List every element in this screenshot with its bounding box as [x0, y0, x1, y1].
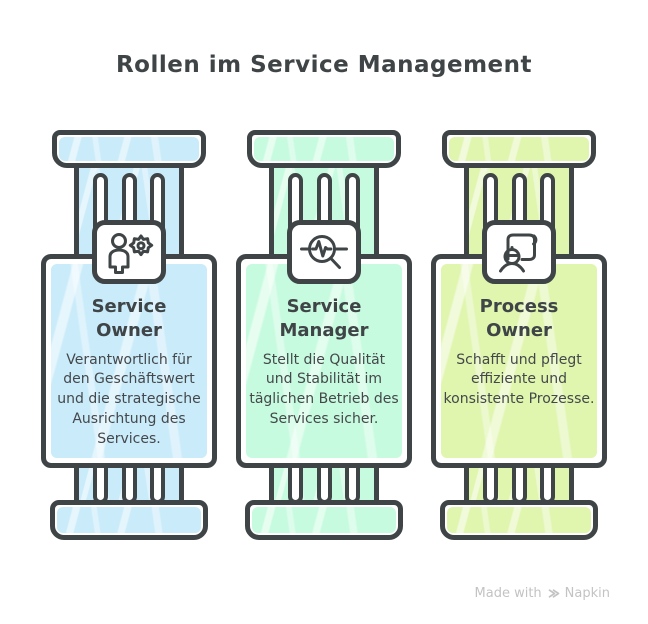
pillar-base [440, 500, 598, 540]
pillar-base [50, 500, 208, 540]
role-title: Service Manager [279, 296, 369, 342]
pillar-flute [345, 462, 361, 504]
person-gear-icon [108, 233, 154, 274]
pillar-flute [150, 462, 166, 504]
card-highlight [51, 264, 207, 458]
pillar-base [245, 500, 403, 540]
engineer-blueprint-icon [499, 233, 538, 273]
diagram-title: Rollen im Service Management [115, 52, 533, 78]
watermark: Made with Napkin [475, 586, 610, 601]
pillar-service-owner: Service Owner Verantwortlich für den Ges… [41, 130, 217, 544]
pillar-flute [316, 462, 332, 504]
pillar-service-manager: Service Manager Stellt die Qualität und … [236, 130, 412, 544]
pillar-shaft-bottom [74, 462, 184, 506]
watermark-text: Made with [474, 586, 542, 601]
pillar-capital [247, 130, 401, 168]
capital-highlight [254, 137, 394, 161]
pillar-flute [287, 462, 303, 504]
icon-box [482, 220, 556, 284]
role-description: Stellt die Qualität und Stabilität im tä… [249, 351, 399, 428]
base-highlight [57, 507, 201, 533]
card-highlight [246, 264, 402, 458]
role-card-service-owner: Service Owner Verantwortlich für den Ges… [41, 254, 217, 468]
pillar-flutes-bottom [274, 462, 374, 506]
base-highlight [447, 507, 591, 533]
base-highlight [252, 507, 396, 533]
pillar-flute [121, 462, 137, 504]
pillar-flute [540, 462, 556, 504]
napkin-logo-icon [548, 589, 560, 598]
role-description: Schafft und pflegt effiziente und konsis… [443, 351, 595, 408]
role-card-process-owner: Process Owner Schafft und pflegt effizie… [431, 254, 607, 468]
pillar-capital [442, 130, 596, 168]
icon-box [92, 220, 166, 284]
pillars-row: Service Owner Verantwortlich für den Ges… [0, 130, 648, 544]
icon-box [287, 220, 361, 284]
role-title: Process Owner [479, 296, 559, 342]
role-description: Verantwortlich für den Geschäftswert und… [57, 351, 201, 448]
role-card-service-manager: Service Manager Stellt die Qualität und … [236, 254, 412, 468]
card-highlight [441, 264, 597, 458]
pillar-capital [52, 130, 206, 168]
pillar-flute [482, 462, 498, 504]
pillar-shaft-bottom [269, 462, 379, 506]
capital-highlight [449, 137, 589, 161]
role-title: Service Owner [91, 296, 167, 342]
capital-highlight [59, 137, 199, 161]
pulse-magnifier-icon [300, 235, 348, 269]
watermark-brand: Napkin [564, 586, 610, 601]
pillar-flute [92, 462, 108, 504]
pillar-process-owner: Process Owner Schafft und pflegt effizie… [431, 130, 607, 544]
pillar-flute [511, 462, 527, 504]
